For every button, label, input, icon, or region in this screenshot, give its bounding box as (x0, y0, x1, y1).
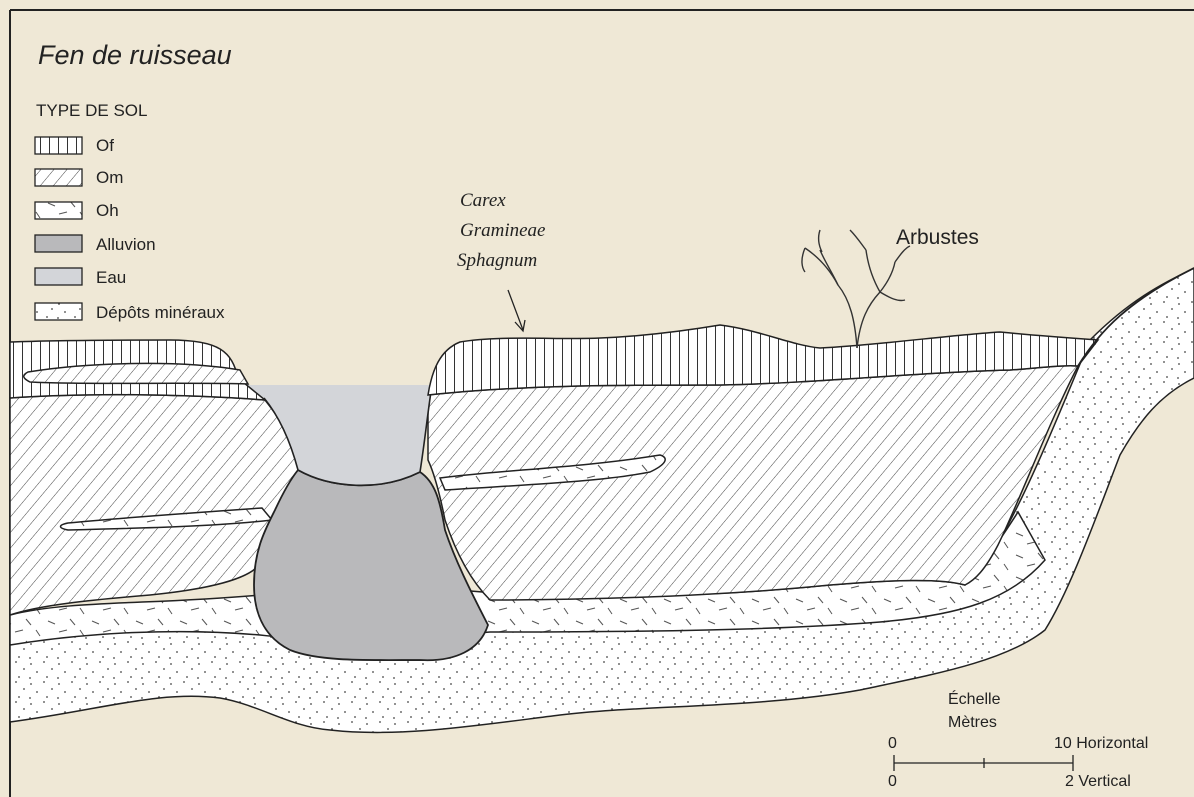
shrub-label: Arbustes (896, 226, 979, 249)
legend-label-om: Om (96, 168, 123, 187)
legend-label-eau: Eau (96, 268, 126, 287)
scale-bottom-zero: 0 (888, 773, 897, 790)
scale-top-value: 10 Horizontal (1054, 735, 1148, 752)
legend-label-alluvion: Alluvion (96, 235, 156, 254)
legend-swatch-oh (35, 202, 82, 219)
legend-swatch-om (35, 169, 82, 186)
scale-top-zero: 0 (888, 735, 897, 752)
vegetation-label-sphagnum: Sphagnum (457, 250, 537, 271)
legend-swatch-eau (35, 268, 82, 285)
legend-swatch-alluvion (35, 235, 82, 252)
legend-swatch-of (35, 137, 82, 154)
legend-label-oh: Oh (96, 201, 119, 220)
legend-swatch-mineral (35, 303, 82, 320)
legend-heading: TYPE DE SOL (36, 101, 147, 120)
scale-title-line2: Mètres (948, 714, 997, 731)
legend-label-mineral: Dépôts minéraux (96, 303, 225, 322)
scale-bottom-value: 2 Vertical (1065, 773, 1131, 790)
scale-title-line1: Échelle (948, 689, 1001, 708)
legend-label-of: Of (96, 136, 114, 155)
vegetation-label-carex: Carex (460, 190, 506, 211)
vegetation-label-gramineae: Gramineae (460, 220, 545, 241)
diagram-title: Fen de ruisseau (38, 40, 232, 70)
